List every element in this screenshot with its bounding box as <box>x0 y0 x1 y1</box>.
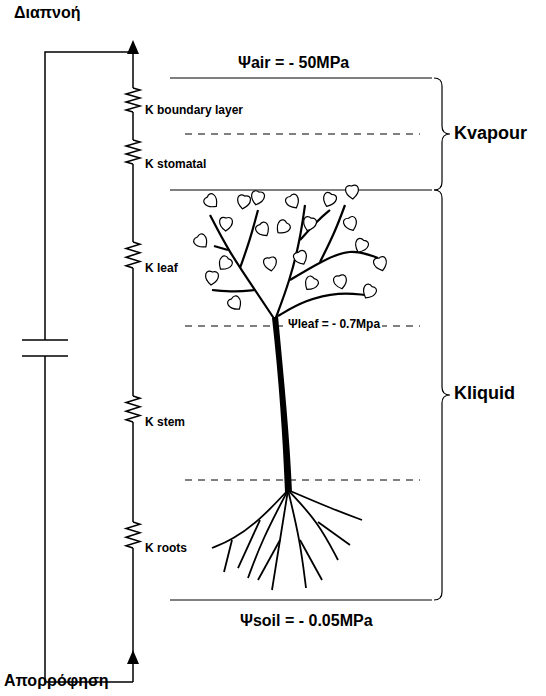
tree-branch <box>212 290 255 291</box>
capacitor-plate <box>22 339 68 341</box>
leaf <box>284 193 302 211</box>
root <box>288 490 362 520</box>
root <box>288 490 306 588</box>
leaf <box>192 232 211 251</box>
leaf <box>205 271 219 286</box>
flow-arrow <box>127 650 139 664</box>
wire <box>45 356 133 682</box>
root <box>224 540 232 572</box>
level-line <box>185 134 420 135</box>
leaf <box>263 256 278 271</box>
resistor-symbol <box>126 522 140 548</box>
conductance-label: K stem <box>145 416 185 429</box>
resistor-symbol <box>126 242 140 268</box>
water-potential-label: Ψleaf = - 0.7Mpa <box>286 318 382 331</box>
wire <box>132 164 134 242</box>
leaf <box>345 185 359 200</box>
level-line <box>170 190 432 191</box>
tree-branch <box>214 246 228 250</box>
leaf <box>342 215 359 232</box>
wire <box>132 422 134 522</box>
leaf <box>333 274 349 290</box>
leaf <box>226 294 244 313</box>
resistor-symbol <box>126 396 140 422</box>
leaf <box>301 216 317 233</box>
leaf <box>254 221 272 239</box>
resistor-symbol <box>126 140 140 164</box>
circuit-end-label: Απορρόφηση <box>4 672 109 690</box>
leaf <box>202 192 221 211</box>
circuit-end-label: Διαπνοή <box>14 4 80 22</box>
leaf <box>292 249 309 267</box>
leaf <box>236 194 251 210</box>
leaf <box>302 275 320 293</box>
conductance-label: K leaf <box>145 262 178 275</box>
water-potential-label: Ψair = - 50MPa <box>238 54 349 72</box>
leaf <box>373 256 389 273</box>
tree-branch <box>320 205 345 262</box>
tree-trunk <box>272 316 292 492</box>
level-line <box>170 78 432 79</box>
tree-branch <box>278 294 365 316</box>
leaf <box>250 190 266 206</box>
root <box>300 540 322 580</box>
leaf <box>321 191 338 208</box>
root <box>258 540 280 580</box>
tree-branch <box>300 210 330 240</box>
leaf <box>219 217 232 231</box>
leaf <box>273 218 292 237</box>
root <box>238 520 260 568</box>
tree-branch <box>210 215 275 320</box>
conductance-group-label: Kliquid <box>454 384 515 404</box>
water-potential-label: Ψsoil = - 0.05MPa <box>240 612 373 630</box>
conductance-label: K stomatal <box>145 158 206 171</box>
level-line <box>170 600 432 601</box>
wire <box>132 112 134 140</box>
conductance-group-label: Kvapour <box>454 124 527 144</box>
root <box>318 522 350 545</box>
tree-branch <box>240 210 258 268</box>
wire <box>132 268 134 396</box>
conductance-label: K boundary layer <box>145 104 243 117</box>
wire <box>132 52 134 88</box>
leaf <box>352 237 370 255</box>
leaf <box>215 254 233 273</box>
conductance-label: K roots <box>145 542 187 555</box>
root <box>212 490 288 548</box>
level-line <box>185 480 420 481</box>
wire <box>45 52 133 340</box>
leaf <box>360 283 378 301</box>
capacitor-plate <box>22 355 68 357</box>
resistor-symbol <box>126 88 140 112</box>
brace <box>434 190 450 600</box>
brace <box>434 78 450 190</box>
